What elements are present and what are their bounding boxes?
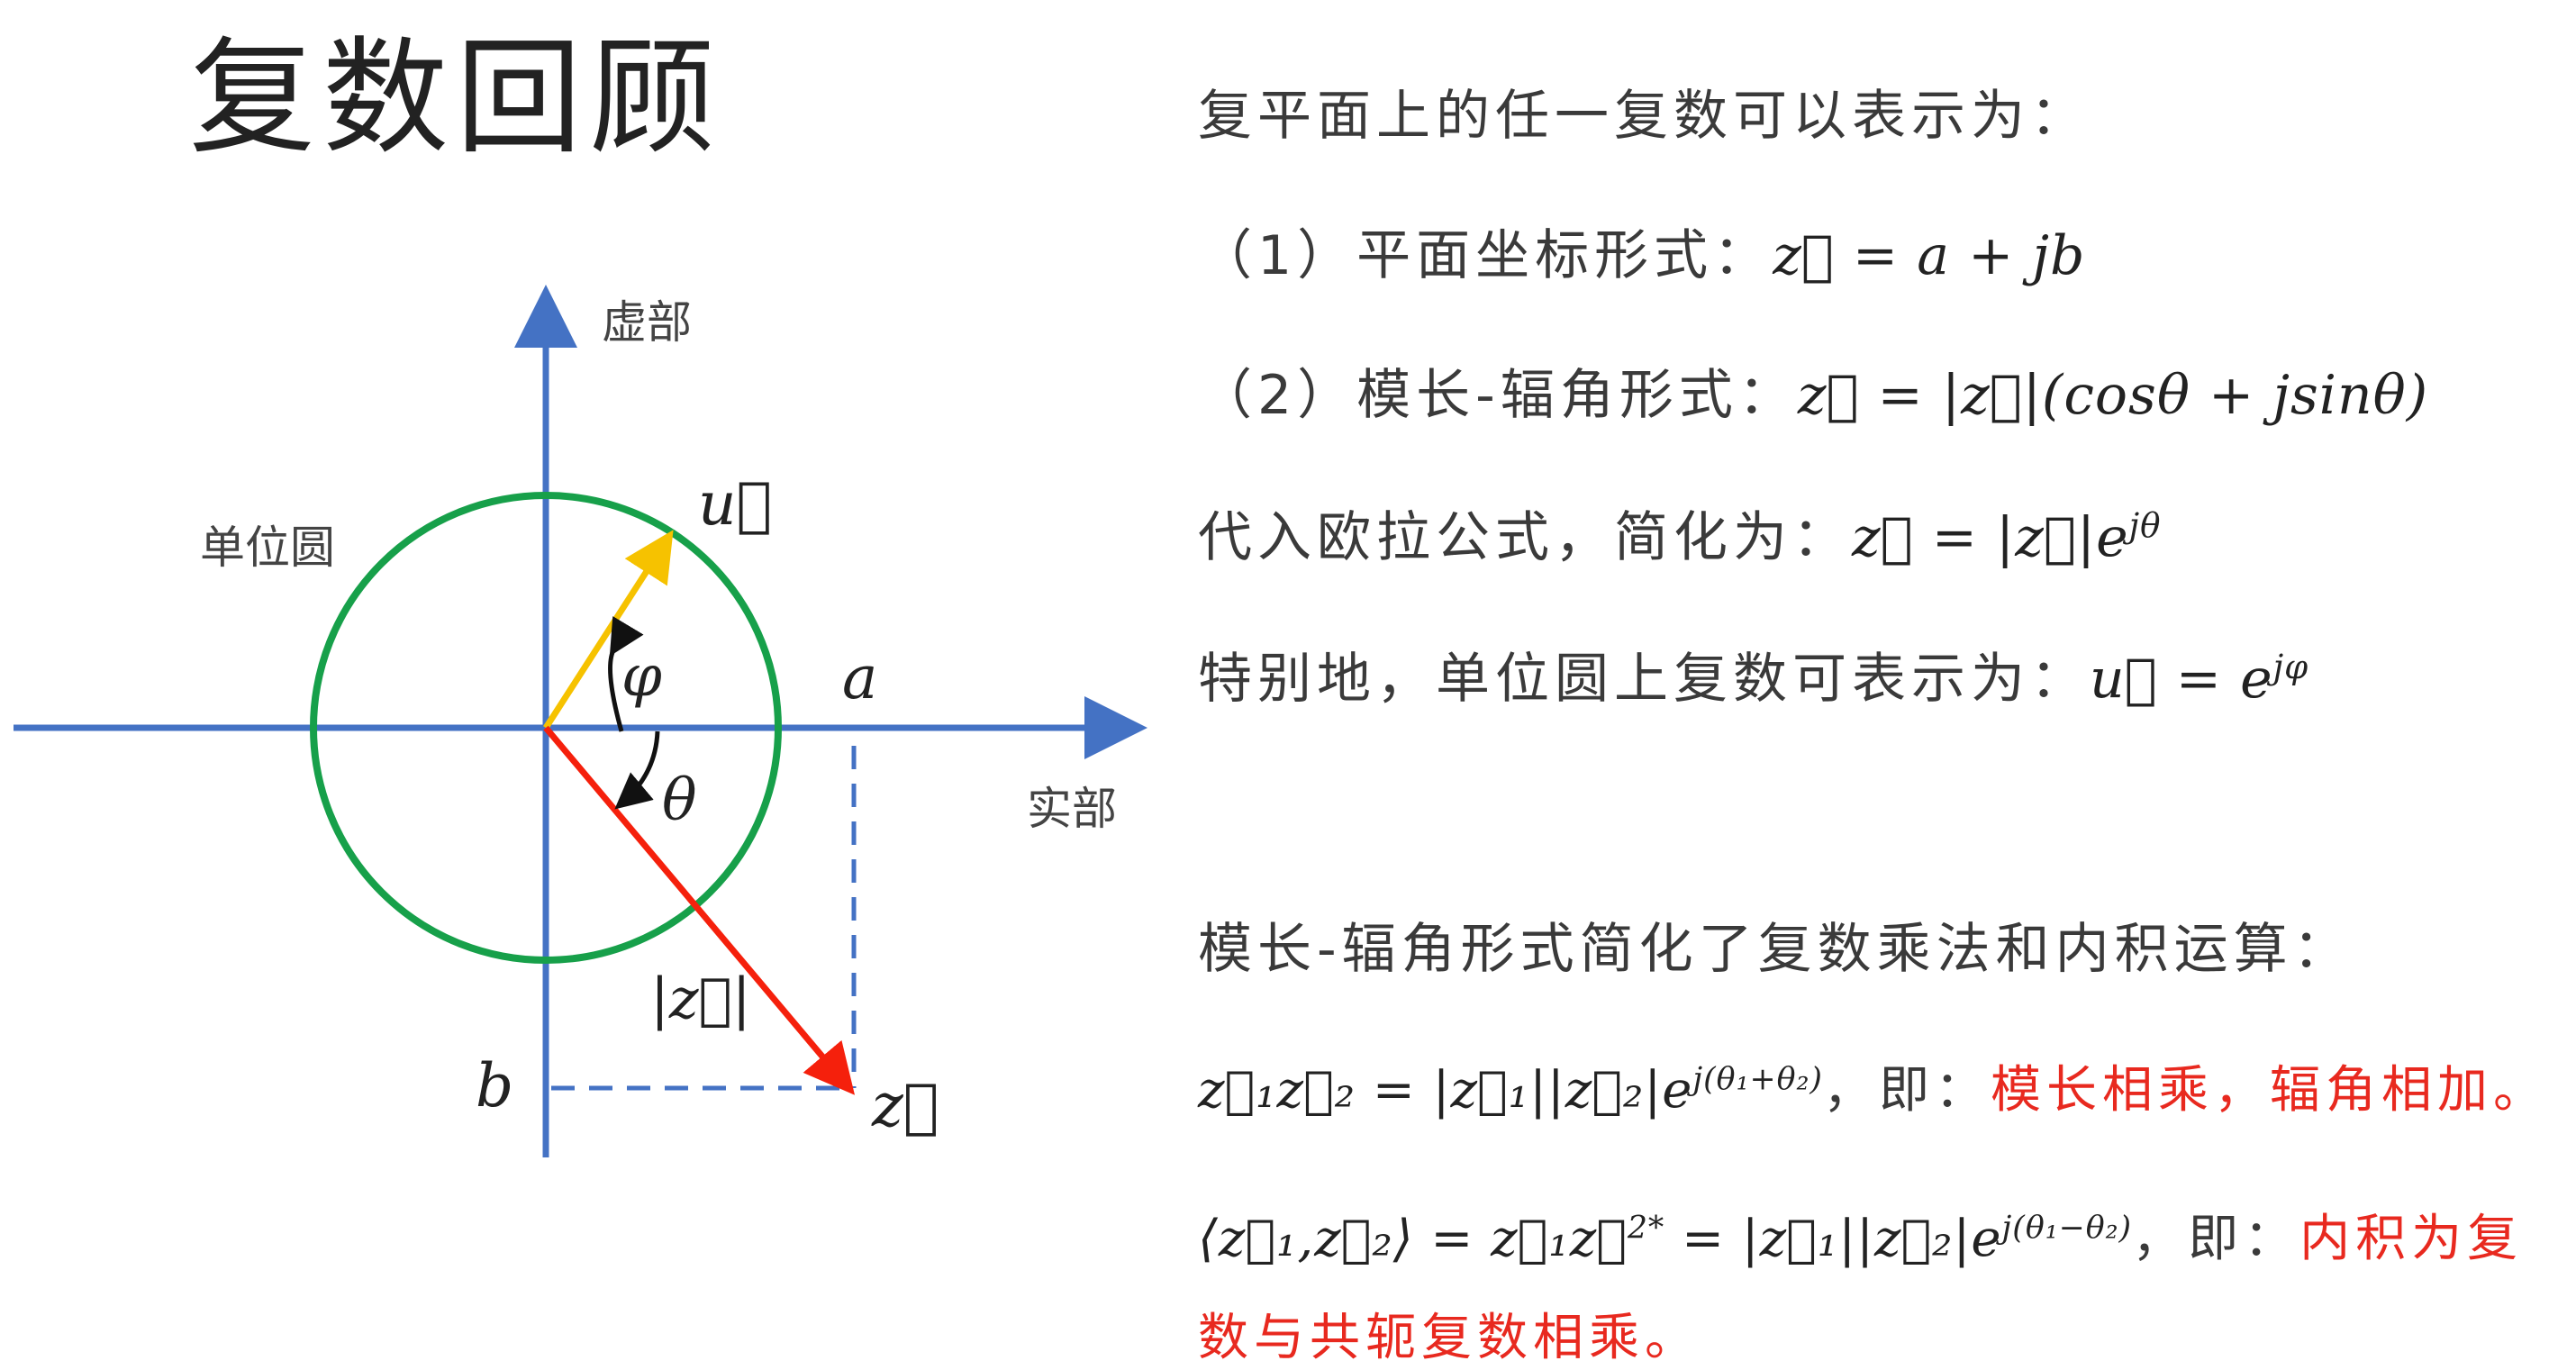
- inner-product-note-continued: 数与共轭复数相乘。: [1198, 1309, 1701, 1367]
- simplification-line: 模长-辐角形式简化了复数乘法和内积运算：: [1198, 918, 2353, 981]
- u-vector-label: u⃗: [698, 469, 772, 539]
- euler-form-formula: z⃗ = |z⃗|ejθ: [1852, 505, 2162, 569]
- z-modulus-label: |z⃗|: [650, 966, 751, 1031]
- z-vector: [543, 725, 856, 1095]
- inner-product-line: ⟨z⃗₁,z⃗₂⟩ = z⃗₁z⃗2* = |z⃗₁||z⃗₂|ej(θ₁−θ₂…: [1198, 1210, 2524, 1268]
- multiplication-note: 模长相乘，辐角相加。: [1990, 1061, 2549, 1120]
- unit-circle-form-line: 特别地，单位圆上复数可表示为：u⃗ = ejφ: [1198, 635, 2308, 713]
- complex-plane-diagram: 虚部 实部 单位圆 u⃗ z⃗ a b φ θ |z⃗|: [14, 285, 1147, 1157]
- theta-angle-arc: [614, 730, 660, 810]
- page-title: 复数回顾: [189, 25, 723, 172]
- rectangular-form-line: （1）平面坐标形式：z⃗ = a + jb: [1198, 212, 2085, 290]
- u-vector: [543, 530, 674, 730]
- multiplication-line: z⃗₁z⃗₂ = |z⃗₁||z⃗₂|ej(θ₁+θ₂)，即：模长相乘，辐角相加…: [1198, 1061, 2549, 1120]
- b-label: b: [476, 1051, 513, 1120]
- multiplication-formula: z⃗₁z⃗₂ = |z⃗₁||z⃗₂|ej(θ₁+θ₂): [1198, 1061, 1823, 1120]
- theta-label: θ: [662, 767, 697, 834]
- real-axis-label: 实部: [1027, 783, 1117, 835]
- inner-product-formula: ⟨z⃗₁,z⃗₂⟩ = z⃗₁z⃗2* = |z⃗₁||z⃗₂|ej(θ₁−θ₂…: [1198, 1210, 2133, 1268]
- euler-form-line: 代入欧拉公式，简化为：z⃗ = |z⃗|ejθ: [1198, 494, 2162, 572]
- rectangular-form-label: （1）平面坐标形式：: [1198, 224, 1773, 287]
- phi-angle-arc: [608, 615, 644, 732]
- unit-circle-form-formula: u⃗ = ejφ: [2090, 647, 2309, 711]
- rectangular-form-formula: z⃗ = a + jb: [1773, 224, 2086, 287]
- a-label: a: [842, 643, 877, 712]
- unit-circle-form-label: 特别地，单位圆上复数可表示为：: [1198, 648, 2090, 711]
- polar-form-label: （2）模长-辐角形式：: [1198, 364, 1798, 427]
- phi-label: φ: [621, 643, 662, 710]
- unit-circle: [310, 492, 782, 964]
- euler-form-label: 代入欧拉公式，简化为：: [1198, 506, 1852, 569]
- polar-form-formula: z⃗ = |z⃗|(cosθ + jsinθ): [1797, 364, 2429, 427]
- polar-form-line: （2）模长-辐角形式：z⃗ = |z⃗|(cosθ + jsinθ): [1198, 351, 2428, 430]
- inner-product-note: 内积为复: [2299, 1210, 2524, 1268]
- intro-line: 复平面上的任一复数可以表示为：: [1198, 85, 2090, 148]
- unit-circle-label: 单位圆: [200, 522, 335, 574]
- z-vector-label: z⃗: [871, 1071, 939, 1140]
- imaginary-axis-label: 虚部: [602, 296, 692, 349]
